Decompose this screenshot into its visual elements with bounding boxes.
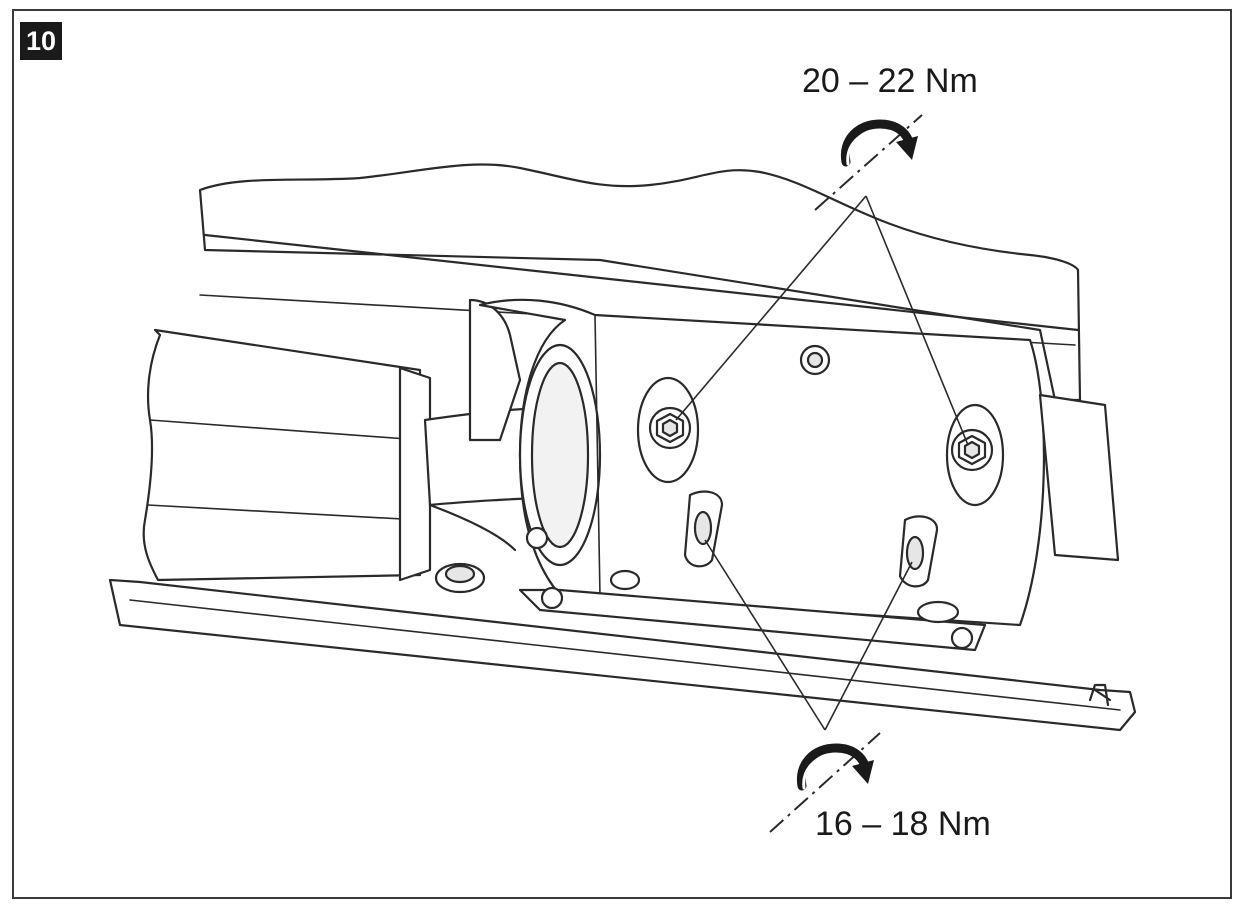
base-cutout: [916, 600, 960, 624]
step-number-badge: 10: [20, 22, 62, 60]
slot-screw: [905, 535, 925, 571]
torque-label-upper: 20 – 22 Nm: [802, 62, 978, 100]
leader-line: [704, 539, 826, 731]
base-hole: [950, 626, 974, 650]
base-hole: [540, 586, 564, 610]
profile-left: [142, 328, 422, 582]
clockwise-torque-arrow-icon: [796, 743, 874, 791]
lower-axis-line: [769, 732, 881, 833]
slot-screw: [693, 510, 713, 546]
grub-screw: [799, 344, 831, 376]
hex-socket-bolt-icon: [648, 406, 692, 450]
leader-line: [675, 195, 867, 421]
leader-line: [865, 195, 969, 446]
upper-axis-line: [814, 114, 923, 211]
clockwise-torque-arrow-icon: [840, 119, 918, 167]
foot-nut: [434, 562, 486, 594]
side-plate-right: [1038, 393, 1120, 562]
base-nut: [609, 569, 641, 591]
hex-socket-bolt-icon: [950, 428, 994, 472]
rail-upper-housing: [198, 163, 1082, 402]
leader-line: [824, 561, 913, 731]
torque-label-lower: 16 – 18 Nm: [815, 805, 991, 843]
